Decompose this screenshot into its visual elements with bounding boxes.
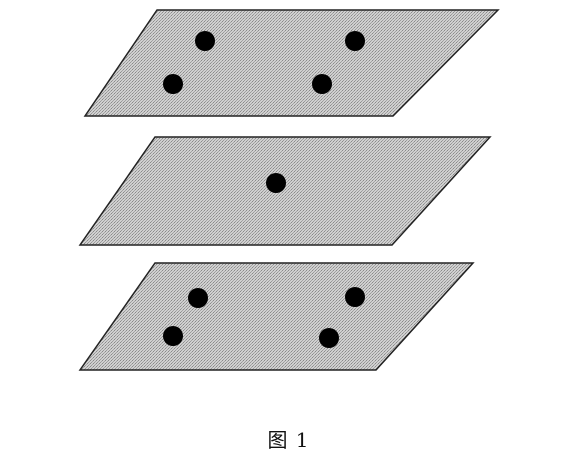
figure-caption: 图 1 [267, 428, 310, 452]
bottom-dot-2 [345, 287, 365, 307]
bottom-dot-4 [319, 328, 339, 348]
bottom-dot-3 [163, 326, 183, 346]
top-dot-3 [163, 74, 183, 94]
bottom-plane [78, 262, 475, 371]
top-dot-4 [312, 74, 332, 94]
middle-layer [78, 136, 492, 246]
middle-plane [78, 136, 492, 246]
top-plane [83, 9, 500, 117]
middle-dot [266, 173, 286, 193]
top-dot-1 [195, 31, 215, 51]
top-dot-2 [345, 31, 365, 51]
bottom-dot-1 [188, 288, 208, 308]
bottom-layer [78, 262, 475, 371]
top-layer [83, 9, 500, 117]
